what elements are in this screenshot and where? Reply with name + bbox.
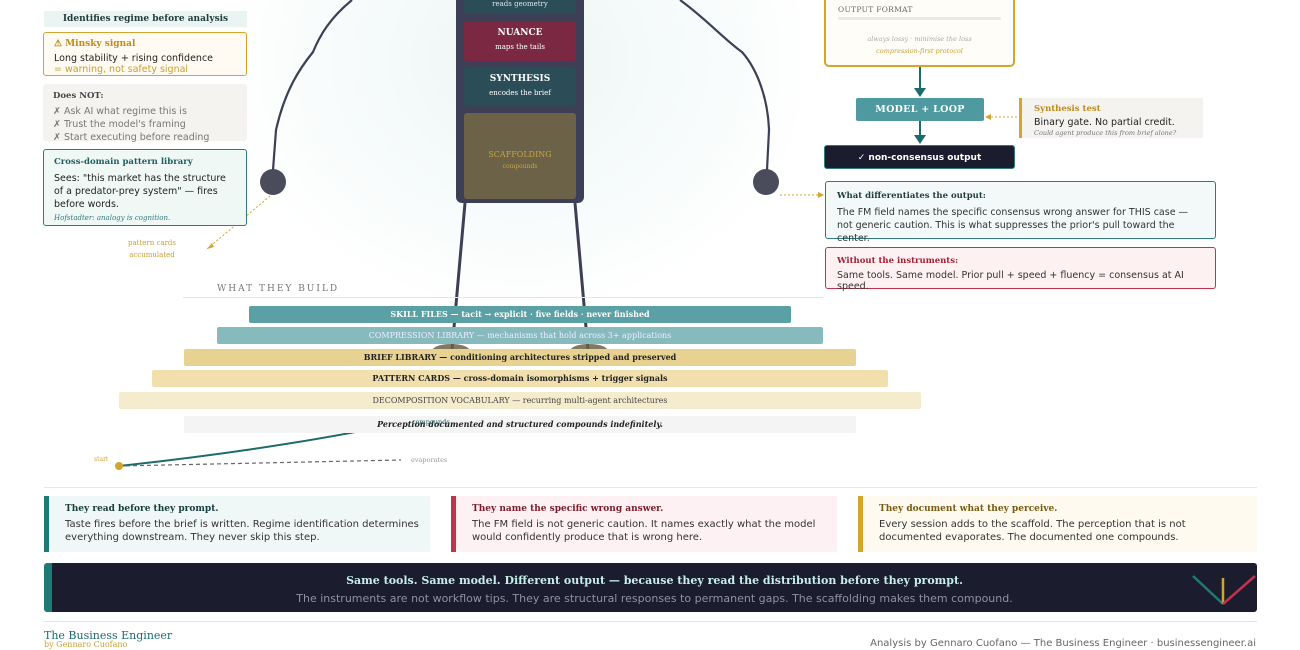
layer-perception-documented: Perception documented and structured com…	[184, 416, 856, 433]
output-format-line2: compression-first protocol	[876, 47, 963, 55]
differentiates-card: What differentiates the output: The FM f…	[825, 181, 1216, 244]
start-dot	[115, 462, 123, 470]
callout-title: They name the specific wrong answer.	[472, 504, 664, 514]
left-leg	[450, 202, 467, 351]
layer-compression-library: COMPRESSION LIBRARY — mechanisms that ho…	[217, 327, 823, 344]
does-not-card: Does NOT: ✗ Ask AI what regime this is ✗…	[43, 84, 247, 143]
layer-pattern-cards: PATTERN CARDS — cross-domain isomorphism…	[152, 370, 888, 387]
callout-read-before-prompt: They read before they prompt. Taste fire…	[44, 496, 430, 552]
nuance-title: NUANCE	[497, 28, 543, 38]
does-not-item: ✗ Ask AI what regime this is	[53, 106, 187, 117]
footer-credit: Analysis by Gennaro Cuofano — The Busine…	[870, 638, 1256, 649]
nuance-sub: maps the tails	[495, 43, 545, 51]
callout-title: They document what they perceive.	[879, 504, 1058, 514]
scaffolding-sub: compounds	[502, 163, 538, 170]
left-arm	[271, 0, 353, 171]
minsky-title: ⚠ Minsky signal	[54, 39, 136, 49]
geometry-sub: reads geometry	[492, 0, 548, 8]
scaffolding-title: SCAFFOLDING	[488, 150, 552, 159]
minsky-line1: Long stability + rising confidence	[54, 53, 214, 64]
callout-body: The FM field is not generic caution. It …	[472, 519, 816, 543]
synthesis-test-footnote: Could agent produce this from brief alon…	[1034, 129, 1177, 137]
pattern-cards-label: pattern cards accumulated	[127, 239, 176, 259]
differentiates-title: What differentiates the output:	[837, 191, 986, 201]
cross-domain-title: Cross-domain pattern library	[54, 157, 193, 167]
does-not-title: Does NOT:	[53, 91, 104, 101]
layer-brief-library: BRIEF LIBRARY — conditioning architectur…	[184, 349, 856, 366]
model-loop-box: MODEL + LOOP	[856, 98, 984, 121]
curve-compounds-label: compounds	[412, 418, 450, 426]
layer-skill-files: SKILL FILES — tacit → explicit · five fi…	[249, 306, 791, 323]
cross-domain-card: Cross-domain pattern library Sees: "this…	[43, 149, 247, 226]
synthesis-test-body: Binary gate. No partial credit.	[1034, 117, 1175, 128]
divider	[44, 621, 1257, 622]
banner-sub: The instruments are not workflow tips. T…	[296, 592, 1013, 605]
banner-headline: Same tools. Same model. Different output…	[346, 574, 963, 587]
curve-evaporates-label: evaporates	[411, 456, 448, 464]
synthesis-block: SYNTHESIS encodes the brief	[464, 67, 576, 106]
output-format-bar	[838, 17, 1001, 20]
synthesis-test-title: Synthesis test	[1034, 104, 1101, 114]
does-not-item: ✗ Trust the model's framing	[53, 119, 186, 130]
without-body: Same tools. Same model. Prior pull + spe…	[837, 270, 1184, 292]
callout-body: Taste fires before the brief is written.…	[65, 519, 419, 543]
brand-name: The Business Engineer	[44, 629, 173, 642]
left-hand	[260, 169, 286, 195]
does-not-item: ✗ Start executing before reading	[53, 132, 210, 143]
without-instruments-card: Without the instruments: Same tools. Sam…	[825, 247, 1216, 292]
synthesis-sub: encodes the brief	[489, 89, 551, 97]
divider	[44, 487, 1257, 488]
differentiates-body: The FM field names the specific consensu…	[837, 207, 1189, 244]
geometry-block: reads geometry	[464, 0, 576, 14]
callout-name-wrong-answer: They name the specific wrong answer. The…	[451, 496, 837, 552]
layer-decomposition-vocabulary: DECOMPOSITION VOCABULARY — recurring mul…	[119, 392, 921, 409]
evaporates-line	[118, 459, 402, 467]
output-format-card: OUTPUT FORMAT always lossy · minimise th…	[824, 0, 1015, 67]
output-format-line1: always lossy · minimise the loss	[867, 35, 972, 43]
synthesis-test-card: Synthesis test Binary gate. No partial c…	[1019, 98, 1203, 138]
scaffolding-block: SCAFFOLDING compounds	[464, 113, 576, 199]
curve-start-label: start	[94, 456, 109, 463]
right-hand	[753, 169, 779, 195]
callout-body: Every session adds to the scaffold. The …	[879, 519, 1186, 543]
callout-document-perception: They document what they perceive. Every …	[858, 496, 1257, 552]
brand-byline: by Gennaro Cuofano	[44, 640, 128, 649]
nuance-block: NUANCE maps the tails	[464, 21, 576, 61]
non-consensus-output-box: ✓ non-consensus output	[824, 145, 1015, 169]
callout-title: They read before they prompt.	[65, 504, 219, 514]
cross-domain-body: Sees: "this market has the structure of …	[54, 173, 226, 210]
regime-note: Identifies regime before analysis	[44, 11, 247, 27]
summary-banner: Same tools. Same model. Different output…	[44, 563, 1257, 612]
synthesis-title: SYNTHESIS	[489, 74, 551, 84]
output-format-title: OUTPUT FORMAT	[838, 5, 913, 14]
right-leg	[573, 202, 590, 351]
cross-domain-footnote: Hofstadter: analogy is cognition.	[54, 214, 171, 222]
what-they-build-rule	[183, 297, 823, 298]
minsky-signal-card: ⚠ Minsky signal Long stability + rising …	[43, 32, 247, 76]
brand-mark-icon	[1192, 575, 1256, 605]
right-arm	[679, 0, 771, 171]
without-title: Without the instruments:	[837, 256, 959, 266]
minsky-line2: = warning, not safety signal	[54, 64, 189, 75]
what-they-build-title: WHAT THEY BUILD	[217, 284, 340, 294]
